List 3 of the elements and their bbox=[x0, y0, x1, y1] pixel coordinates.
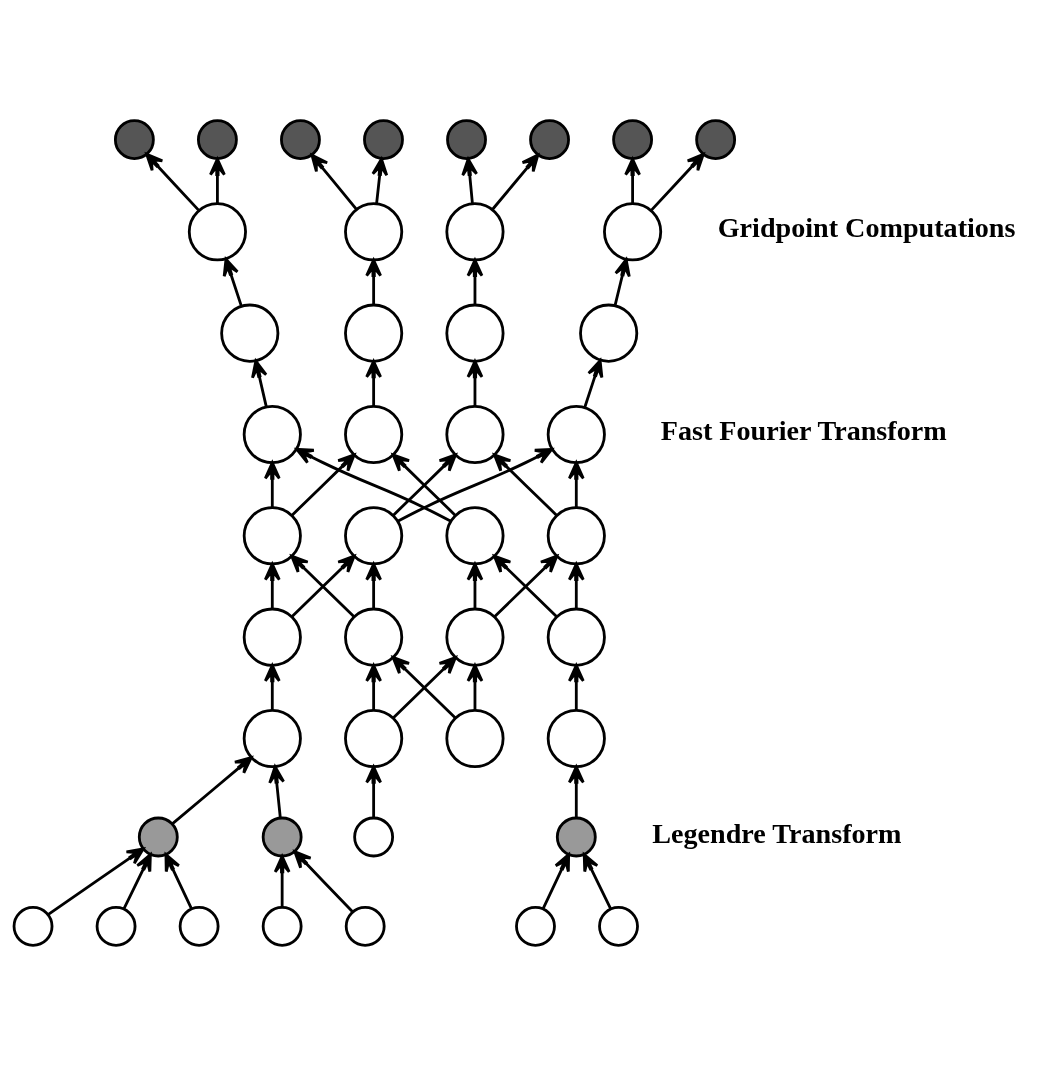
label: Gridpoint Computations bbox=[717, 212, 1016, 244]
label: Fast Fourier Transform bbox=[660, 415, 947, 447]
label: Legendre Transform bbox=[652, 817, 902, 849]
